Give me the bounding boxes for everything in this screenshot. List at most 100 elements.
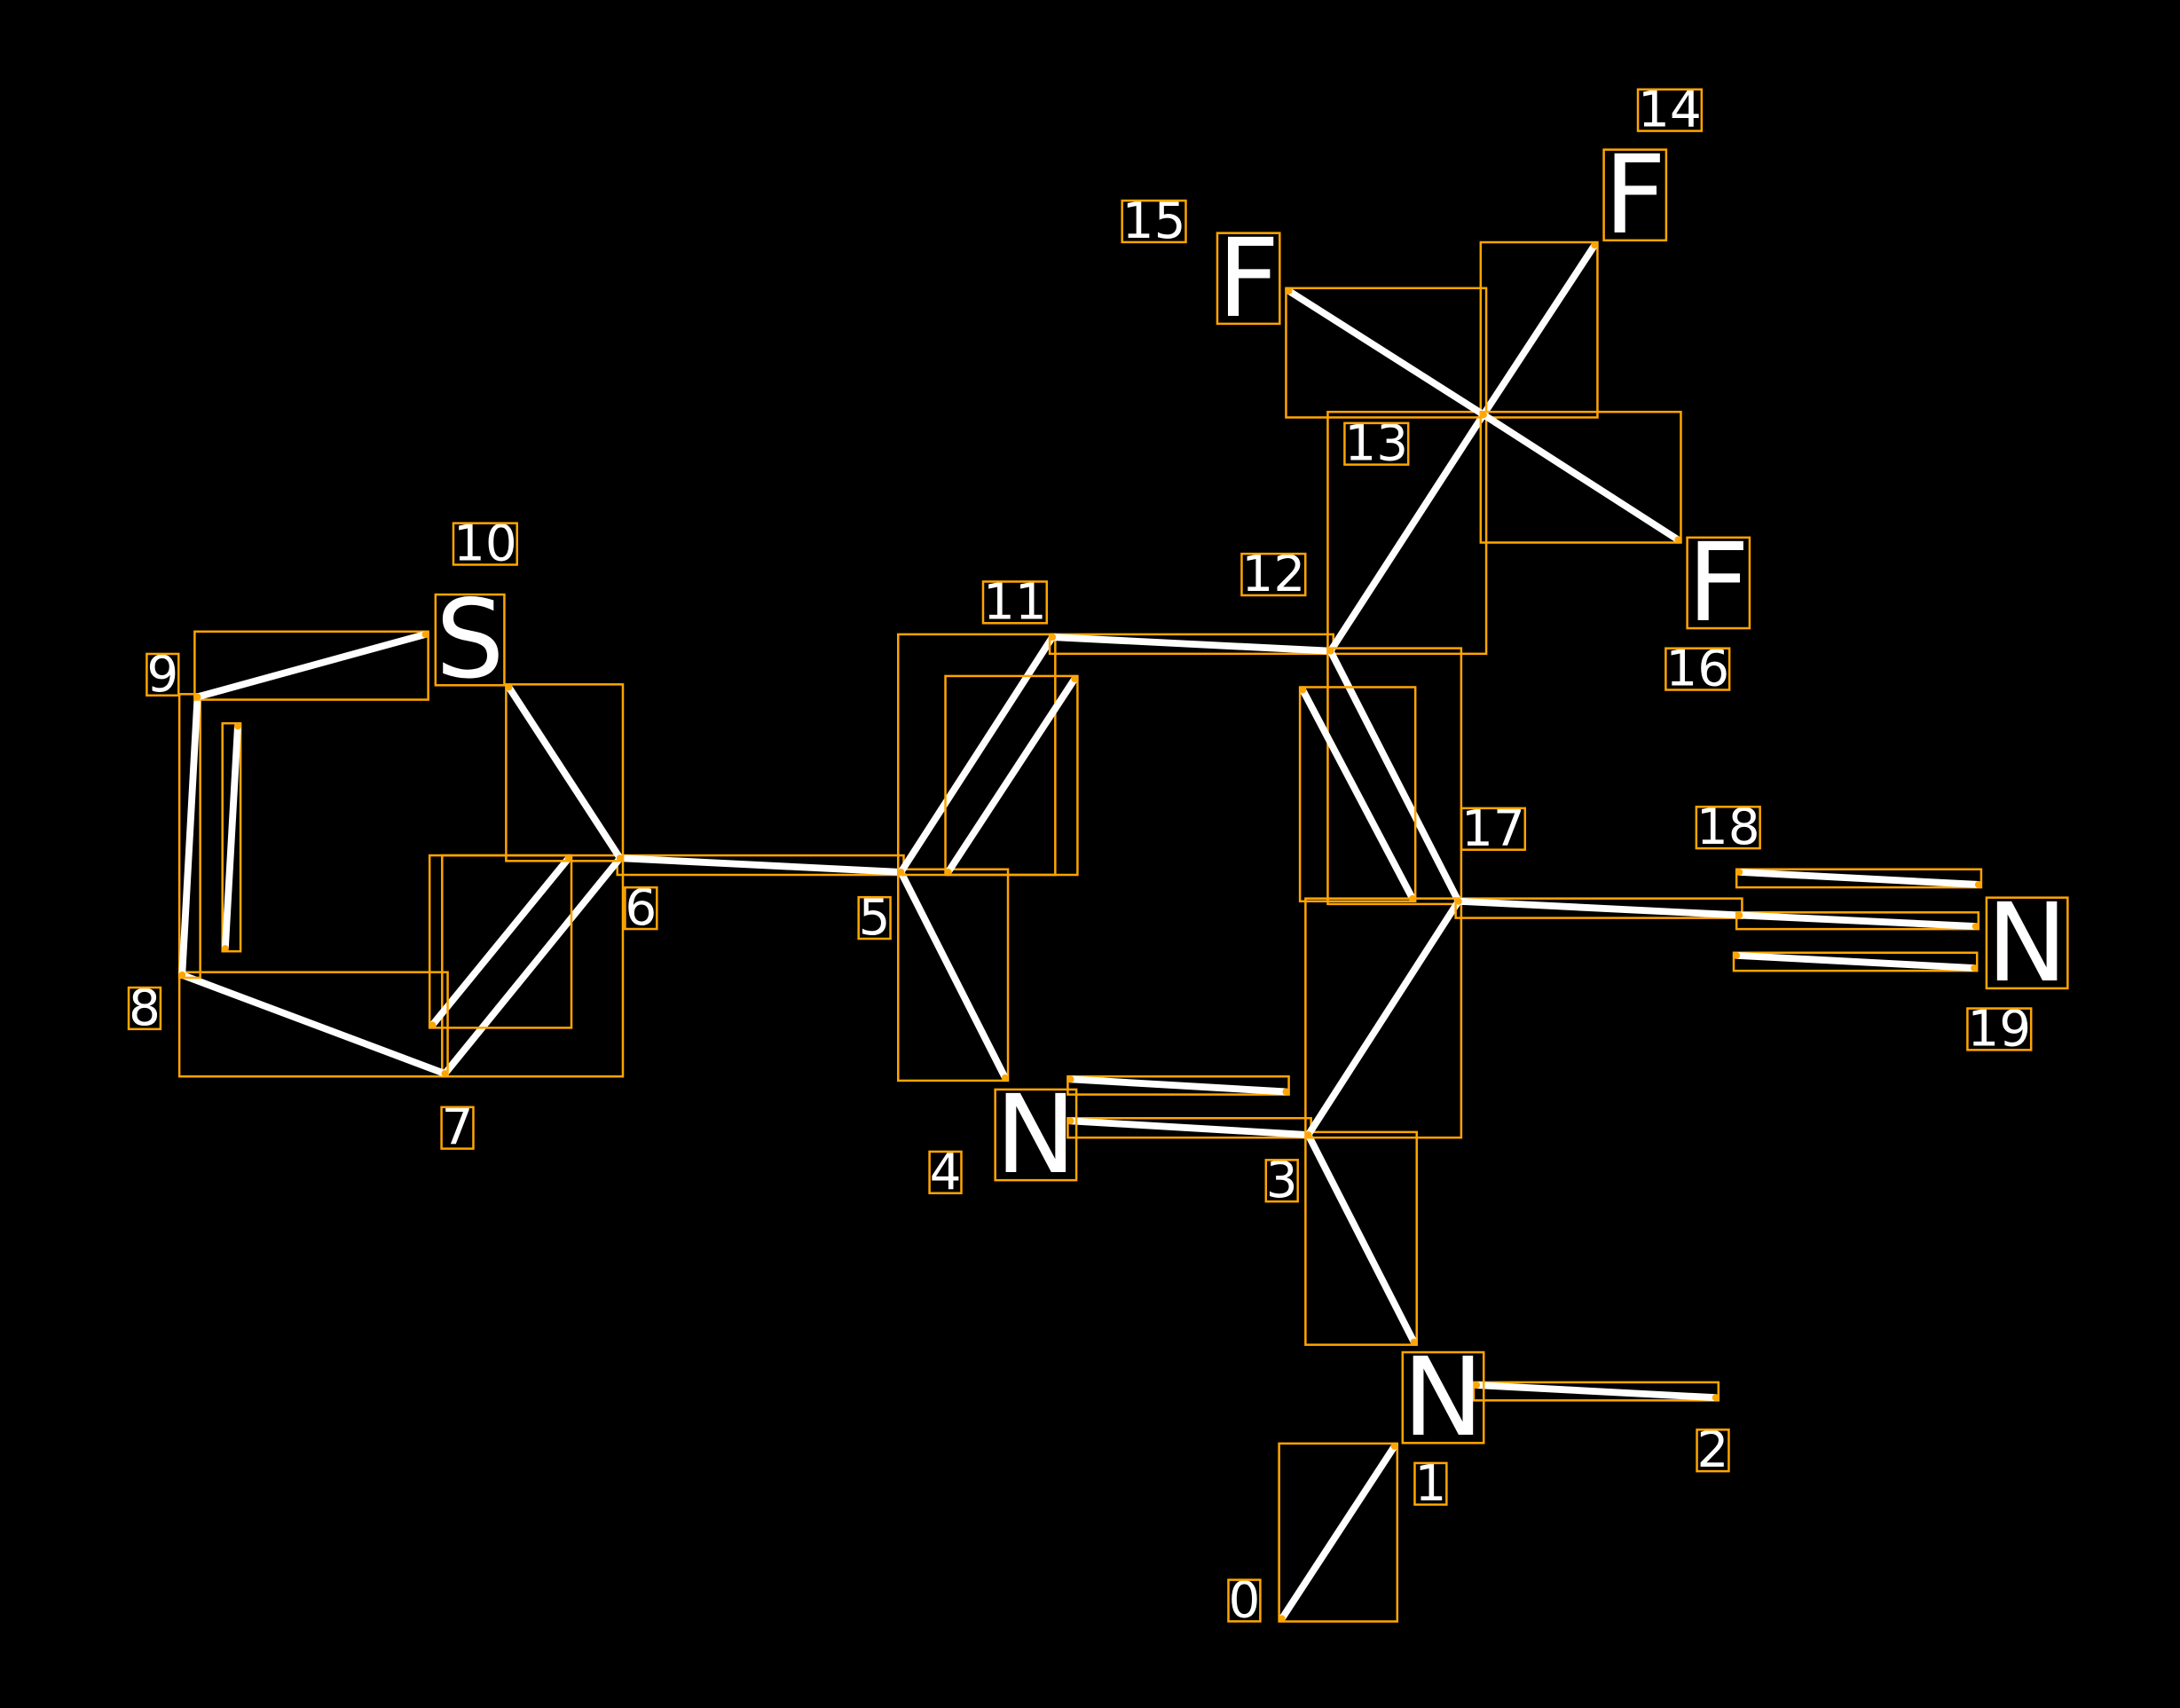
bond-0-1: [1278, 1442, 1399, 1623]
bond-bbox: [193, 630, 429, 701]
bond-line: [1326, 411, 1487, 655]
bond-18-19: [1732, 868, 1983, 972]
bond-endpoint: [1299, 686, 1307, 694]
bond-endpoint: [1971, 964, 1979, 972]
bond-endpoint: [1001, 1074, 1009, 1082]
bond-endpoint: [616, 854, 624, 862]
atom-symbol-10: S: [434, 577, 506, 703]
atom-index-6-text: 6: [625, 879, 657, 937]
atom-symbol-16-bbox: [1686, 536, 1751, 630]
bond-bbox: [1479, 410, 1682, 544]
bond-endpoint: [1326, 647, 1334, 655]
atom-symbol-1-text: N: [1403, 1334, 1484, 1460]
bond-bbox: [1454, 897, 1743, 919]
bond-bbox: [177, 693, 201, 980]
atom-symbol-19-text: N: [1987, 880, 2067, 1006]
atom-index-7: 7: [440, 1099, 475, 1157]
atom-index-6-bbox: [624, 885, 658, 931]
bond-line: [178, 693, 201, 979]
atom-index-5: 5: [857, 889, 892, 947]
atom-symbol-14: F: [1602, 132, 1668, 258]
bond-bbox: [1732, 951, 1979, 972]
atom-index-12-text: 12: [1241, 546, 1305, 603]
atom-index-2-bbox: [1696, 1429, 1730, 1473]
bond-line: [178, 971, 449, 1077]
bond-bbox: [1304, 1130, 1418, 1346]
atom-index-19-text: 19: [1967, 1000, 2031, 1058]
bond-13-15: [1285, 287, 1488, 419]
bond-line: [221, 722, 241, 952]
atom-index-8-bbox: [127, 986, 162, 1031]
bond-bbox: [1735, 911, 1980, 931]
atom-index-16: 16: [1665, 641, 1731, 698]
atom-symbol-10-text: S: [436, 577, 505, 703]
bond-line: [1326, 647, 1462, 905]
bond-11-12: [1048, 633, 1334, 656]
bond-5-11: [897, 633, 1079, 877]
atom-symbol-1-bbox: [1401, 1350, 1485, 1444]
atom-index-13: 13: [1343, 415, 1410, 473]
bond-bbox: [944, 674, 1079, 877]
bond-line: [1480, 411, 1682, 544]
atom-symbol-10-bbox: [434, 593, 506, 687]
bond-line: [1454, 897, 1743, 919]
bond-bbox: [1326, 647, 1463, 906]
atom-index-4-bbox: [928, 1150, 963, 1194]
atom-index-12-bbox: [1240, 552, 1307, 597]
bond-5-6: [616, 854, 905, 877]
bond-line: [505, 683, 624, 862]
atom-index-18-text: 18: [1696, 799, 1760, 856]
atom-index-5-bbox: [857, 895, 892, 941]
bond-endpoint: [1473, 1381, 1481, 1389]
bond-line: [1066, 1117, 1312, 1138]
atom-index-15-text: 15: [1122, 193, 1186, 250]
bond-endpoint: [221, 945, 229, 952]
atom-index-9: 9: [146, 646, 180, 704]
atom-index-17-text: 17: [1461, 800, 1525, 858]
bond-bbox: [1066, 1074, 1290, 1096]
atom-index-0-text: 0: [1228, 1571, 1260, 1629]
atom-index-17-bbox: [1460, 807, 1527, 851]
bond-endpoint: [1712, 1394, 1720, 1402]
bond-17-18: [1454, 897, 1743, 919]
bond-endpoint: [1066, 1117, 1074, 1125]
atom-index-4: 4: [928, 1144, 963, 1201]
bond-endpoint: [429, 1021, 437, 1029]
bond-endpoint: [1285, 287, 1293, 295]
bond-endpoint: [234, 722, 241, 730]
atom-symbol-14-bbox: [1602, 148, 1668, 242]
bond-endpoint: [1049, 634, 1057, 641]
atom-index-3-text: 3: [1266, 1152, 1298, 1209]
bond-bbox: [1326, 410, 1488, 656]
bond-10-6: [505, 683, 625, 862]
bond-4-5: [897, 868, 1010, 1082]
atom-index-1-text: 1: [1414, 1455, 1446, 1513]
bond-endpoint: [1304, 1131, 1312, 1138]
atom-symbol-4: N: [994, 1072, 1078, 1198]
atom-index-14-text: 14: [1638, 82, 1702, 139]
bond-endpoint: [178, 971, 186, 979]
bond-line: [616, 854, 905, 876]
atom-index-1: 1: [1413, 1455, 1448, 1513]
bond-endpoint: [1591, 241, 1599, 249]
atom-index-9-text: 9: [146, 646, 178, 704]
bond-bbox: [1735, 868, 1983, 889]
atom-index-19-bbox: [1966, 1007, 2033, 1051]
atom-index-12: 12: [1240, 546, 1307, 603]
bond-endpoint: [1454, 897, 1462, 905]
atom-index-14-bbox: [1636, 88, 1704, 132]
bond-line: [944, 675, 1079, 876]
atom-symbol-1: N: [1401, 1334, 1485, 1460]
atom-index-11-text: 11: [983, 573, 1047, 631]
bond-bbox: [428, 854, 573, 1029]
bond-line: [193, 631, 429, 701]
atom-index-13-bbox: [1343, 421, 1410, 466]
bond-endpoint: [1410, 1338, 1418, 1346]
bond-line: [1735, 868, 1982, 888]
bonds-layer: [177, 240, 1983, 1623]
bond-endpoint: [1278, 1615, 1286, 1623]
atom-index-1-bbox: [1413, 1461, 1448, 1506]
bond-endpoint: [1066, 1075, 1074, 1083]
